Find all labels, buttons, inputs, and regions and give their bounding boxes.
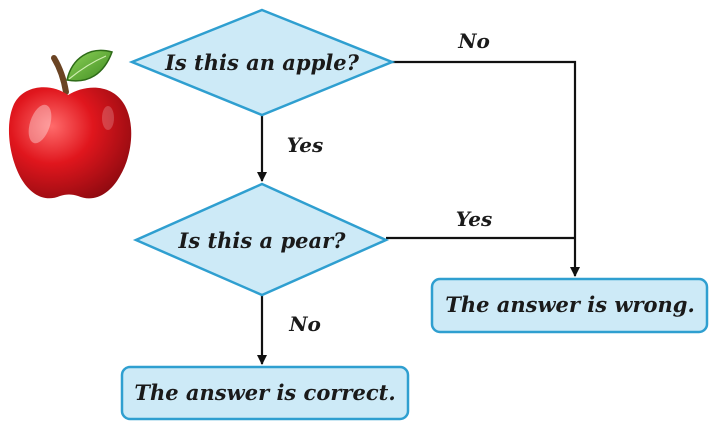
edge-label-apple-no: No xyxy=(457,29,490,53)
connectors xyxy=(257,60,580,365)
apple-stem xyxy=(51,55,69,95)
edge-apple-no-path xyxy=(392,60,577,238)
edge-label-pear-yes: Yes xyxy=(456,207,493,231)
decision-pear-text: Is this a pear? xyxy=(178,228,347,253)
result-correct-text: The answer is correct. xyxy=(134,380,395,405)
decision-apple: Is this an apple? xyxy=(128,8,396,117)
edge-label-apple-yes: Yes xyxy=(287,133,324,157)
result-wrong: The answer is wrong. xyxy=(430,277,709,334)
decision-pear: Is this a pear? xyxy=(132,182,390,297)
apple-body xyxy=(8,87,132,199)
decision-apple-text: Is this an apple? xyxy=(164,50,360,75)
edge-label-pear-no: No xyxy=(288,312,321,336)
apple-illustration xyxy=(8,49,132,199)
result-correct: The answer is correct. xyxy=(120,365,410,421)
result-wrong-text: The answer is wrong. xyxy=(445,292,695,317)
apple-leaf xyxy=(66,49,113,82)
